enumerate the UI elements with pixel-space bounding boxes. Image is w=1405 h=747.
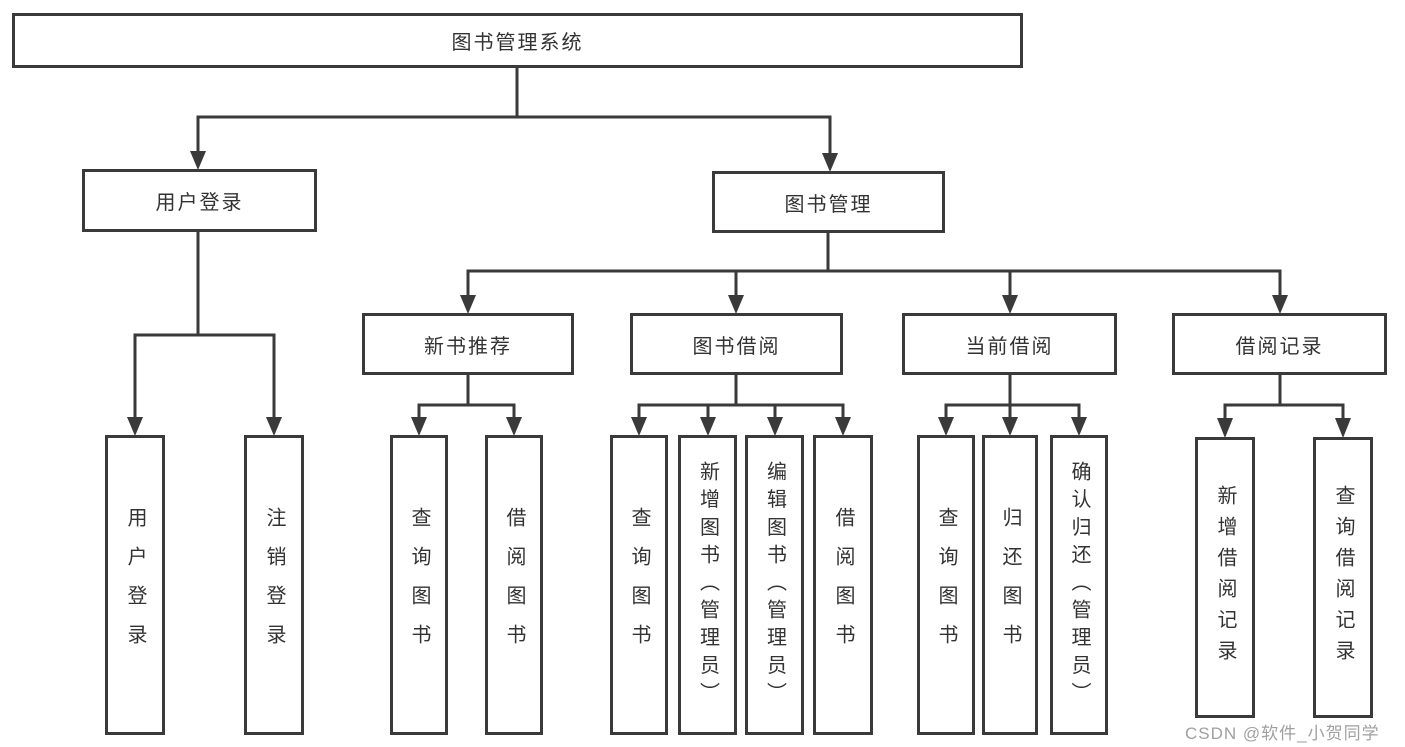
node-current-borrow: 当前借阅 xyxy=(902,313,1117,375)
leaf-records-add-record-label: 新增借阅记录 xyxy=(1214,484,1236,671)
leaf-borrow-query-books-label: 查询图书 xyxy=(628,507,650,663)
node-book-borrow: 图书借阅 xyxy=(630,313,843,375)
leaf-borrow-borrow-books-label: 借阅图书 xyxy=(832,507,854,663)
leaf-records-query-record: 查询借阅记录 xyxy=(1313,437,1373,718)
leaf-current-confirm-return-label: 确认归还（管理员） xyxy=(1068,460,1090,710)
leaf-current-query-books: 查询图书 xyxy=(917,435,975,735)
node-book-management-label: 图书管理 xyxy=(784,193,873,216)
leaf-current-query-books-label: 查询图书 xyxy=(935,507,957,663)
leaf-borrow-edit-books: 编辑图书（管理员） xyxy=(745,435,804,735)
leaf-borrow-query-books: 查询图书 xyxy=(610,435,668,735)
node-current-borrow-label: 当前借阅 xyxy=(965,335,1054,358)
node-user-login-label: 用户登录 xyxy=(155,192,244,214)
node-root-label: 图书管理系统 xyxy=(451,32,584,54)
leaf-borrow-add-books: 新增图书（管理员） xyxy=(678,435,737,735)
node-book-borrow-label: 图书借阅 xyxy=(692,335,781,358)
leaf-borrow-edit-books-label: 编辑图书（管理员） xyxy=(763,460,786,710)
node-new-book-recommend: 新书推荐 xyxy=(362,313,574,375)
leaf-current-return-books-label: 归还图书 xyxy=(999,507,1021,663)
leaf-current-return-books: 归还图书 xyxy=(982,435,1038,735)
leaf-borrow-borrow-books: 借阅图书 xyxy=(813,435,873,735)
node-user-login: 用户登录 xyxy=(82,169,317,232)
leaf-borrow-add-books-label: 新增图书（管理员） xyxy=(696,460,719,710)
node-borrow-records-label: 借阅记录 xyxy=(1235,335,1324,358)
leaf-current-confirm-return: 确认归还（管理员） xyxy=(1050,435,1108,735)
leaf-newbook-query-books-label: 查询图书 xyxy=(408,507,430,663)
leaf-records-query-record-label: 查询借阅记录 xyxy=(1332,484,1354,671)
leaf-newbook-borrow-books-label: 借阅图书 xyxy=(503,507,525,663)
watermark: CSDN @软件_小贺同学 xyxy=(1185,724,1380,743)
node-root: 图书管理系统 xyxy=(12,13,1023,68)
node-new-book-recommend-label: 新书推荐 xyxy=(424,335,512,358)
leaf-logout: 注销登录 xyxy=(244,435,304,735)
leaf-logout-label: 注销登录 xyxy=(263,507,285,663)
leaf-records-add-record: 新增借阅记录 xyxy=(1195,437,1255,718)
node-borrow-records: 借阅记录 xyxy=(1172,313,1387,375)
leaf-newbook-query-books: 查询图书 xyxy=(390,435,448,735)
leaf-user-login-label: 用户登录 xyxy=(124,507,146,663)
leaf-newbook-borrow-books: 借阅图书 xyxy=(485,435,543,735)
leaf-user-login: 用户登录 xyxy=(105,435,165,735)
node-book-management: 图书管理 xyxy=(712,171,945,233)
